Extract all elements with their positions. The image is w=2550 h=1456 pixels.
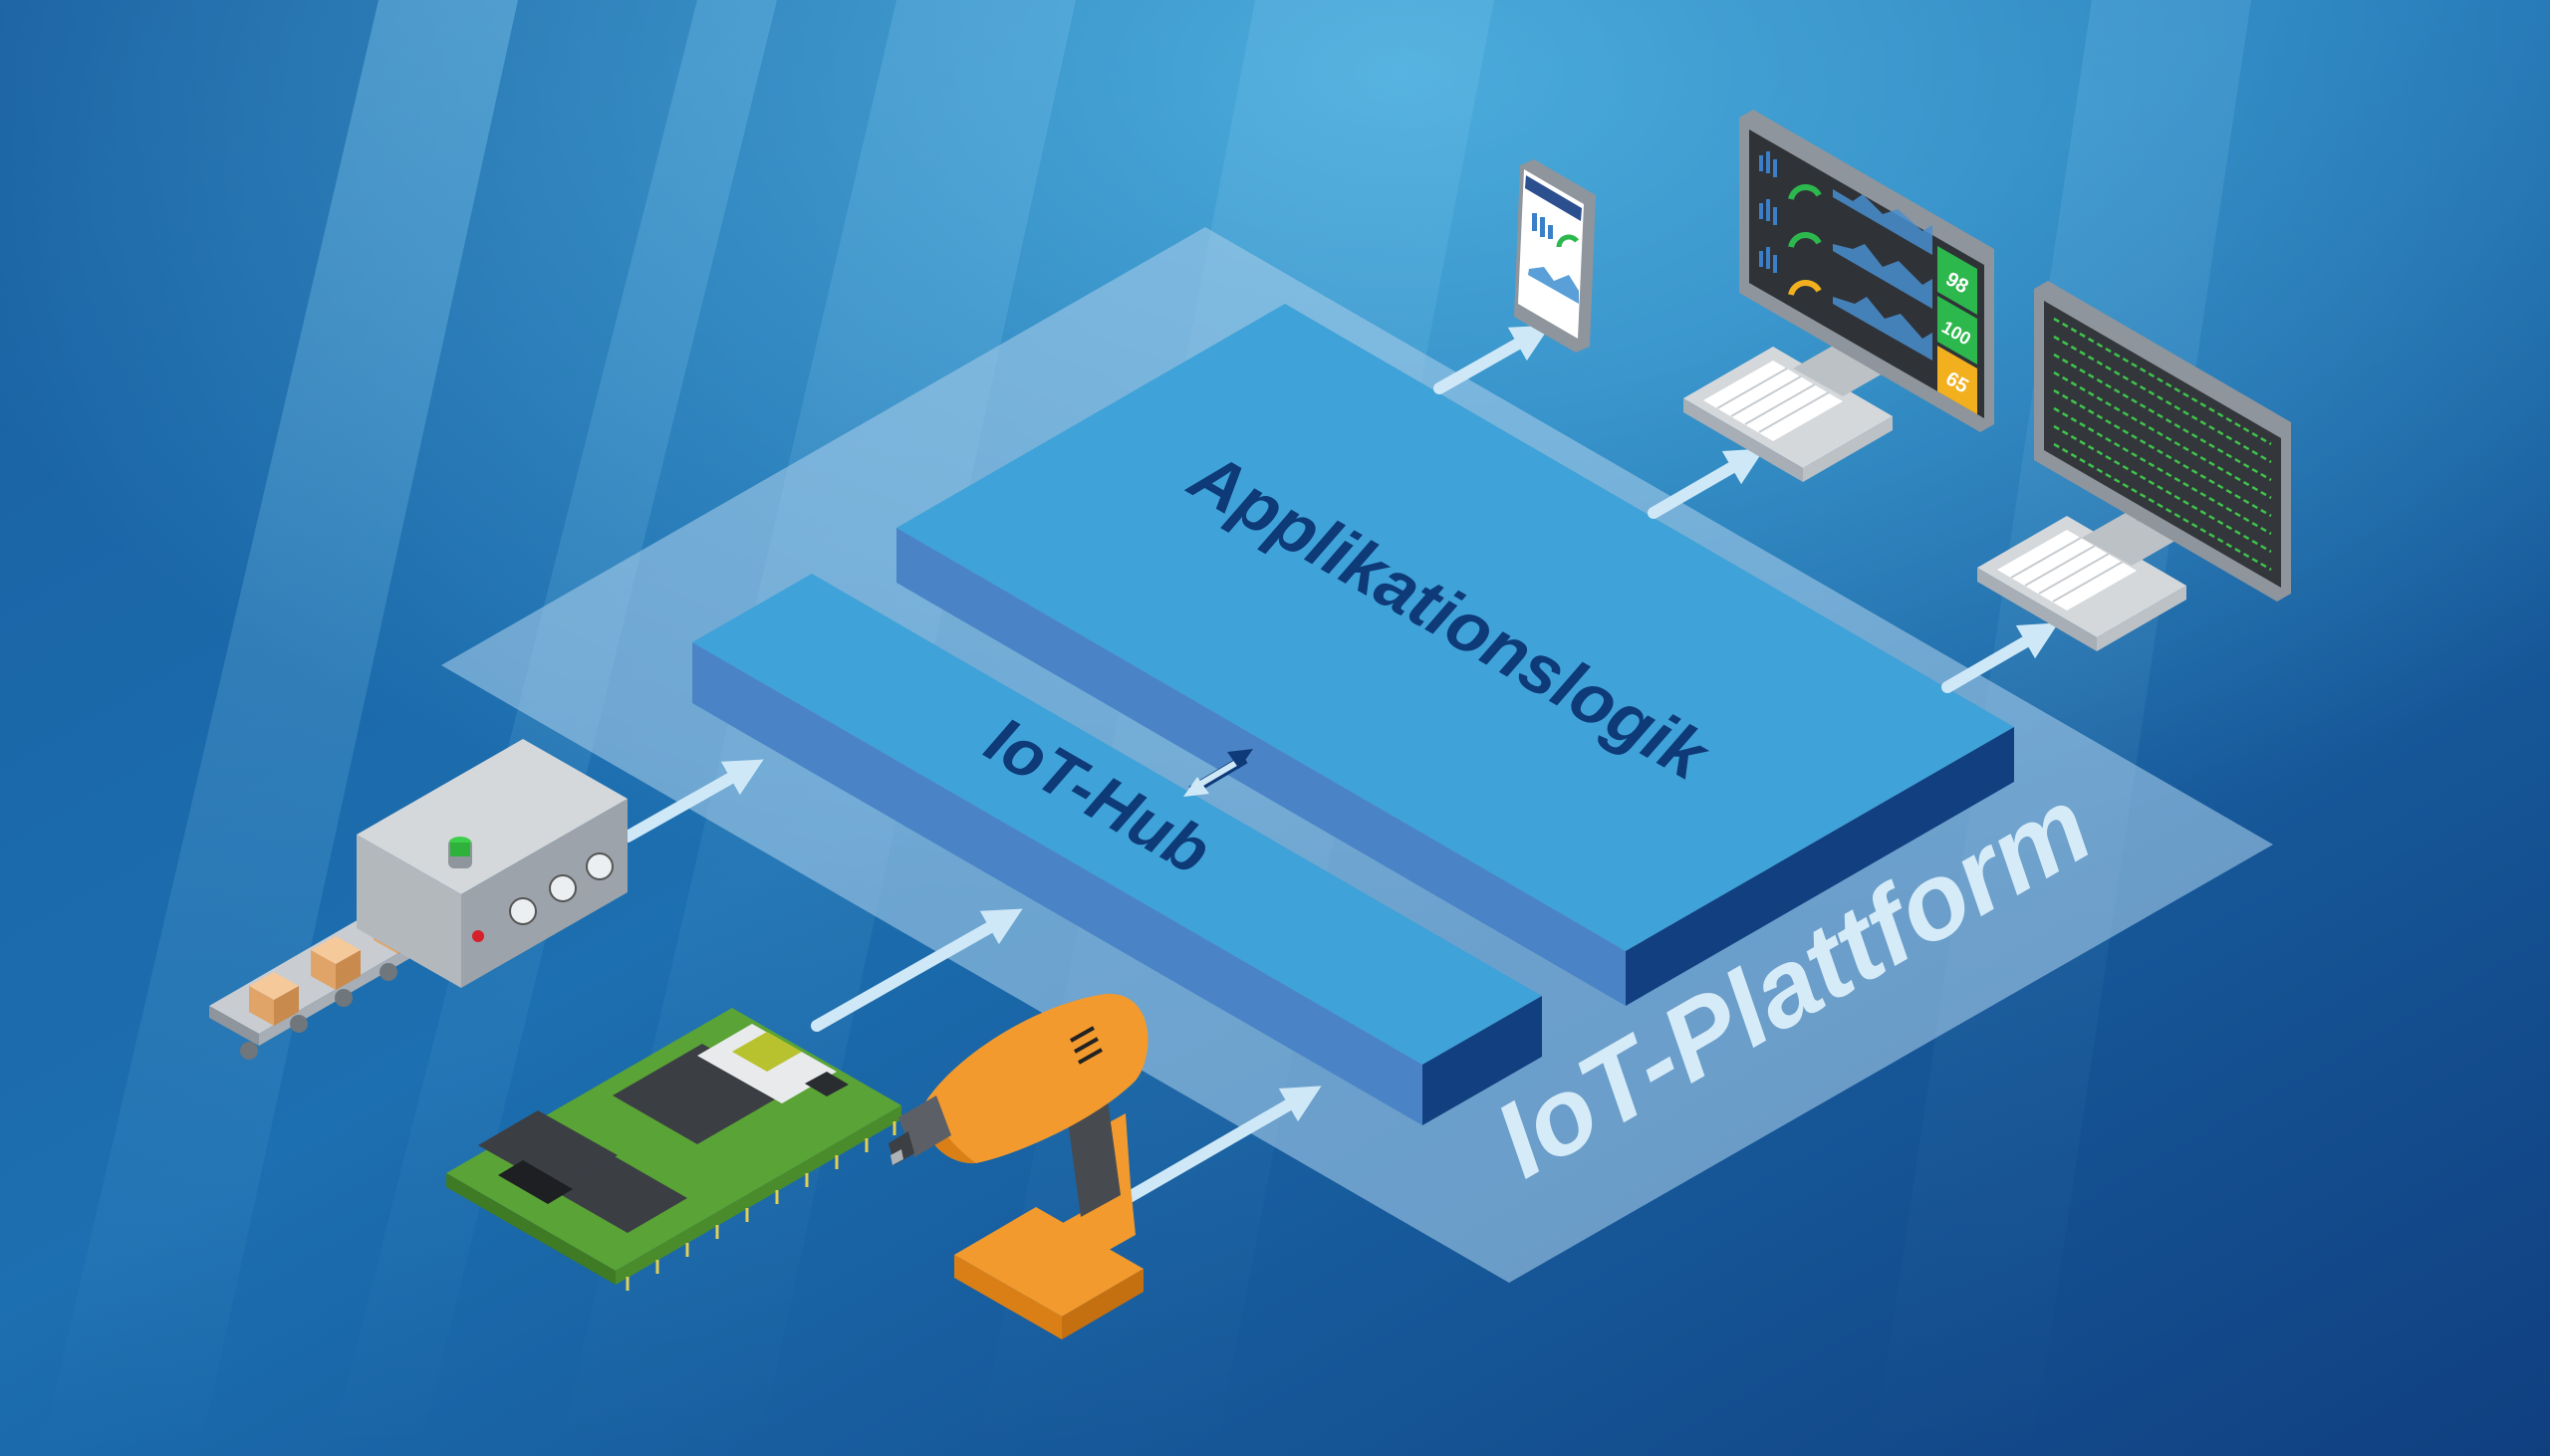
- tablet-icon: [1514, 159, 1596, 353]
- dashboard-value-box-1: [1937, 246, 1977, 315]
- device-arrows: [622, 759, 1322, 1211]
- iot-hub-layer: [692, 574, 1542, 1125]
- conveyor-machine-icon: [209, 739, 628, 1060]
- app-logic-layer: [896, 304, 2014, 1006]
- client-arrows: [1433, 325, 2059, 693]
- power-drill-icon: [889, 993, 1148, 1339]
- dashboard-monitor-icon: 98 100 65: [1683, 110, 1994, 482]
- hub-logic-connection-arrow: [1183, 749, 1253, 797]
- terminal-monitor-icon: [1977, 281, 2291, 651]
- circuit-board-icon: [446, 1008, 901, 1291]
- dashboard-value-box-3: [1937, 346, 1977, 414]
- dashboard-value-box-2: [1937, 296, 1977, 364]
